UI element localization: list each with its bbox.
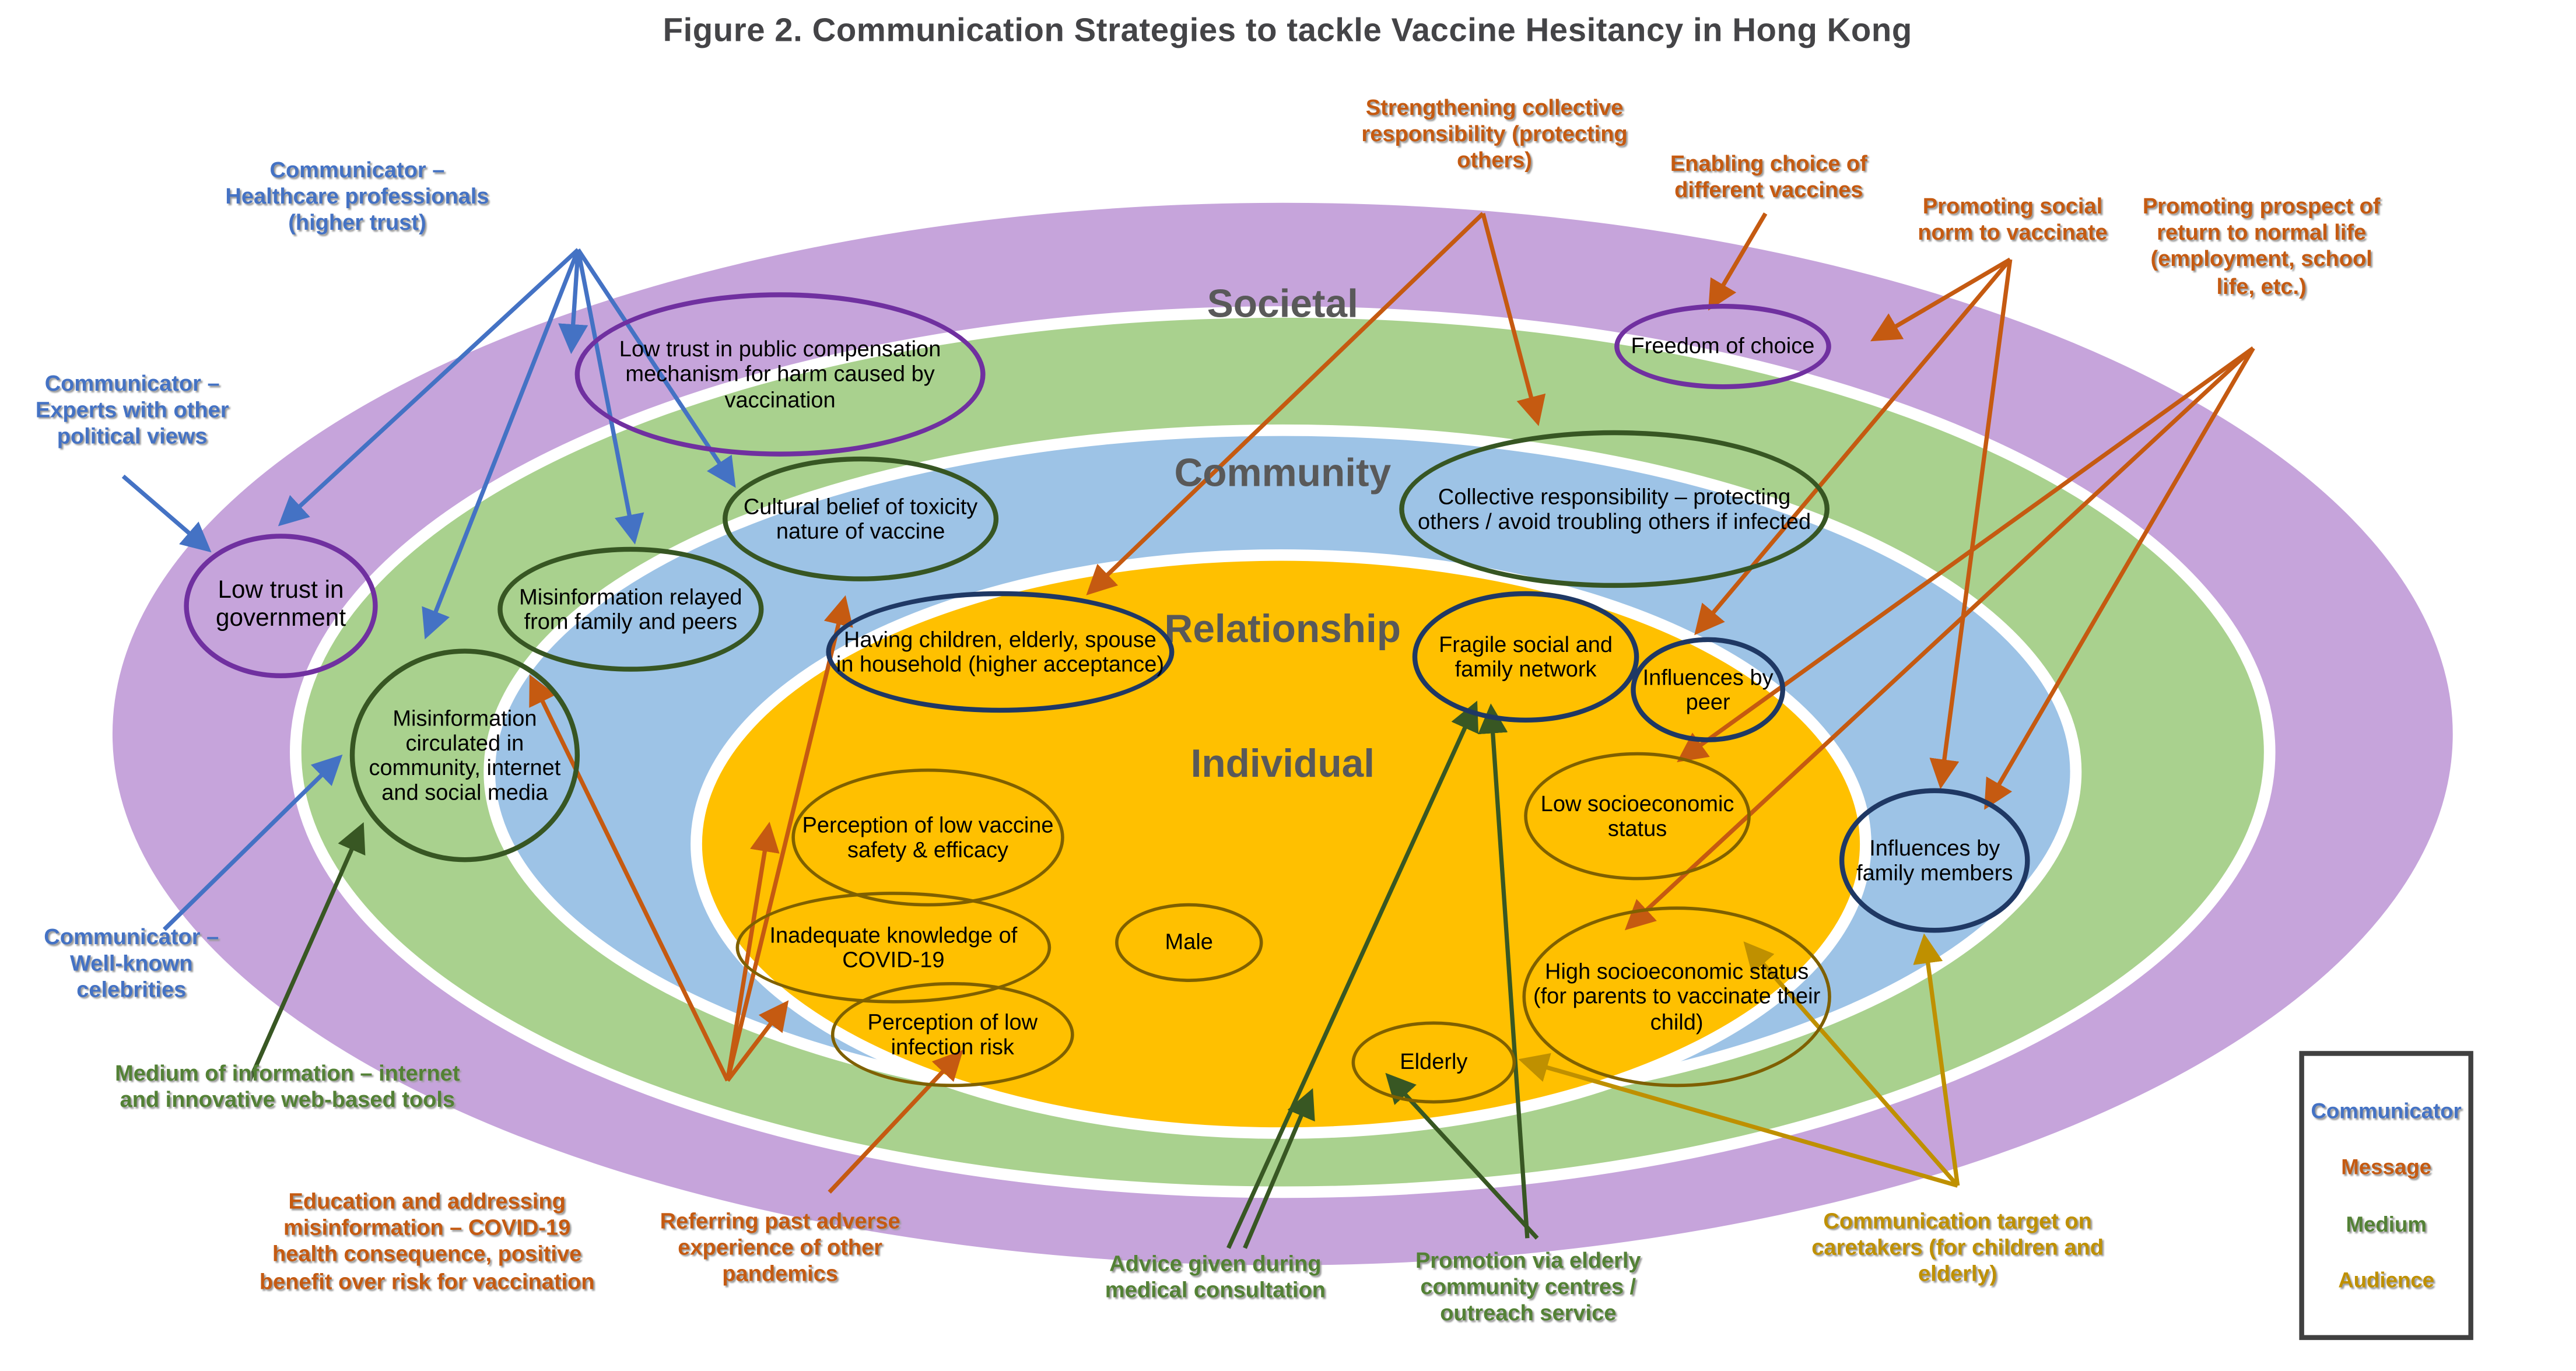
oval-influences-by-family: Influences by family members	[1839, 788, 2030, 933]
oval-freedom-of-choice: Freedom of choice	[1614, 303, 1831, 390]
oval-low-trust-compensation: Low trust in public compensation mechani…	[574, 292, 986, 457]
annotation-medium-medical-consultation: Advice given during medical consultation	[1105, 1251, 1326, 1303]
legend-item-medium: Medium	[2346, 1211, 2427, 1236]
annotation-medium-elderly-centres: Promotion via elderly community centres …	[1415, 1248, 1641, 1326]
ring-label-relationship: Relationship	[1164, 607, 1401, 652]
message-arrows	[529, 212, 2255, 1194]
oval-collective-responsibility: Collective responsibility – protecting o…	[1399, 430, 1830, 588]
annotation-message-collective-responsibility: Strengthening collective responsibility …	[1361, 95, 1628, 173]
legend-item-message: Message	[2341, 1155, 2431, 1180]
oval-high-socioeconomic-status: High socioeconomic status (for parents t…	[1522, 906, 1831, 1088]
annotation-audience-caretakers: Communication target on caretakers (for …	[1811, 1208, 2104, 1286]
annotation-message-past-pandemics: Referring past adverse experience of oth…	[660, 1208, 900, 1286]
annotation-message-social-norm: Promoting social norm to vaccinate	[1918, 194, 2108, 246]
oval-male: Male	[1115, 903, 1263, 982]
annotation-message-return-normal-life: Promoting prospect of return to normal l…	[2142, 194, 2381, 299]
medium-arrows	[247, 700, 1539, 1249]
oval-elderly: Elderly	[1351, 1021, 1516, 1104]
legend-item-audience: Audience	[2338, 1268, 2435, 1293]
oval-cultural-belief-toxicity: Cultural belief of toxicity nature of va…	[723, 456, 999, 581]
oval-low-socioeconomic-status: Low socioeconomic status	[1524, 752, 1751, 881]
annotation-communicator-healthcare: Communicator – Healthcare professionals …	[225, 157, 489, 236]
oval-perception-low-infection-risk: Perception of low infection risk	[830, 981, 1074, 1088]
ring-label-individual: Individual	[1190, 742, 1375, 787]
oval-perception-low-safety: Perception of low vaccine safety & effic…	[791, 768, 1064, 907]
oval-low-trust-government: Low trust in government	[184, 534, 378, 679]
annotation-message-choice-vaccines: Enabling choice of different vaccines	[1670, 151, 1867, 202]
ring-label-community: Community	[1174, 451, 1392, 496]
legend-item-communicator: Communicator	[2311, 1097, 2462, 1123]
oval-fragile-social-network: Fragile social and family network	[1412, 591, 1639, 723]
oval-misinformation-community-internet: Misinformation circulated in community, …	[349, 648, 580, 862]
figure-title: Figure 2. Communication Strategies to ta…	[663, 13, 1912, 50]
annotation-communicator-experts: Communicator – Experts with other politi…	[35, 371, 229, 449]
annotation-medium-internet-tools: Medium of information – internet and inn…	[115, 1061, 460, 1112]
annotation-message-education: Education and addressing misinformation …	[259, 1188, 595, 1293]
ring-label-societal: Societal	[1207, 282, 1358, 327]
legend-box: Communicator Message Medium Audience	[2299, 1051, 2473, 1340]
oval-influences-by-peer: Influences by peer	[1631, 637, 1785, 742]
oval-having-children-household: Having children, elderly, spouse in hous…	[826, 591, 1175, 713]
oval-misinformation-family-peers: Misinformation relayed from family and p…	[497, 546, 764, 672]
annotation-communicator-celebrities: Communicator – Well-known celebrities	[44, 924, 219, 1002]
